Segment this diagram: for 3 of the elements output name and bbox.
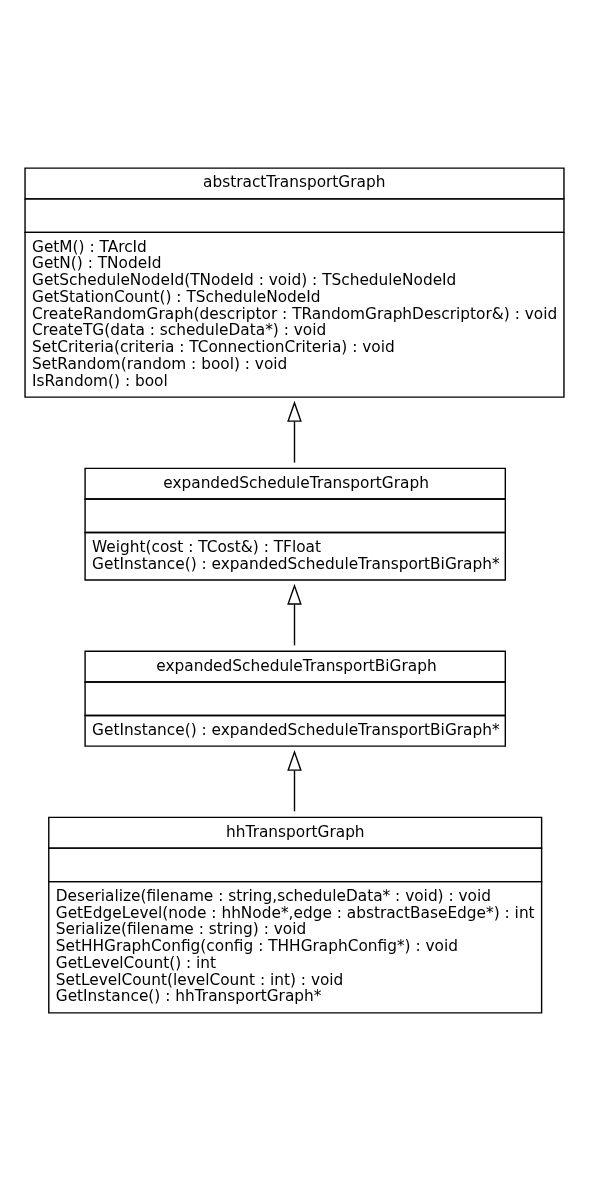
arrow	[287, 400, 302, 464]
arrow	[287, 749, 302, 812]
arrow	[287, 583, 302, 646]
